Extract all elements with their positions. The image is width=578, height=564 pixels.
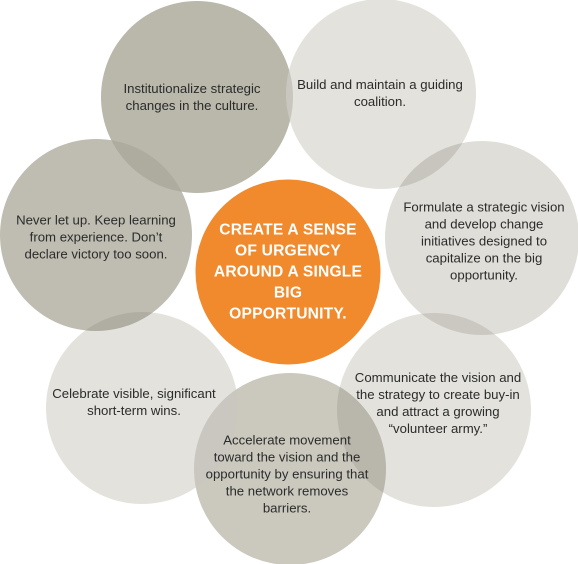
step-label-never-let-up: Never let up. Keep learning from experie… xyxy=(16,212,176,262)
step-circle-vision xyxy=(385,141,578,335)
step-label-vision: Formulate a strategic vision and develop… xyxy=(403,199,565,283)
overlap-region xyxy=(337,373,386,507)
step-circle-communicate xyxy=(337,313,531,507)
step-label-accelerate: Accelerate movement toward the vision an… xyxy=(205,432,369,516)
step-label-celebrate: Celebrate visible, significant short-ter… xyxy=(52,386,216,418)
step-circle-accelerate xyxy=(194,373,386,564)
step-circle-institutionalize xyxy=(101,1,293,193)
step-label-institutionalize: Institutionalize strategic changes in th… xyxy=(123,81,261,113)
center-label: CREATE A SENSE OF URGENCY AROUND A SINGL… xyxy=(213,221,363,323)
step-circle-never-let-up xyxy=(0,139,192,331)
step-circle-coalition xyxy=(286,0,476,189)
step-circle-celebrate xyxy=(46,312,238,504)
center-circle xyxy=(192,176,384,368)
step-label-coalition: Build and maintain a guiding coalition. xyxy=(297,77,463,109)
step-label-communicate: Communicate the vision and the strategy … xyxy=(354,370,522,436)
